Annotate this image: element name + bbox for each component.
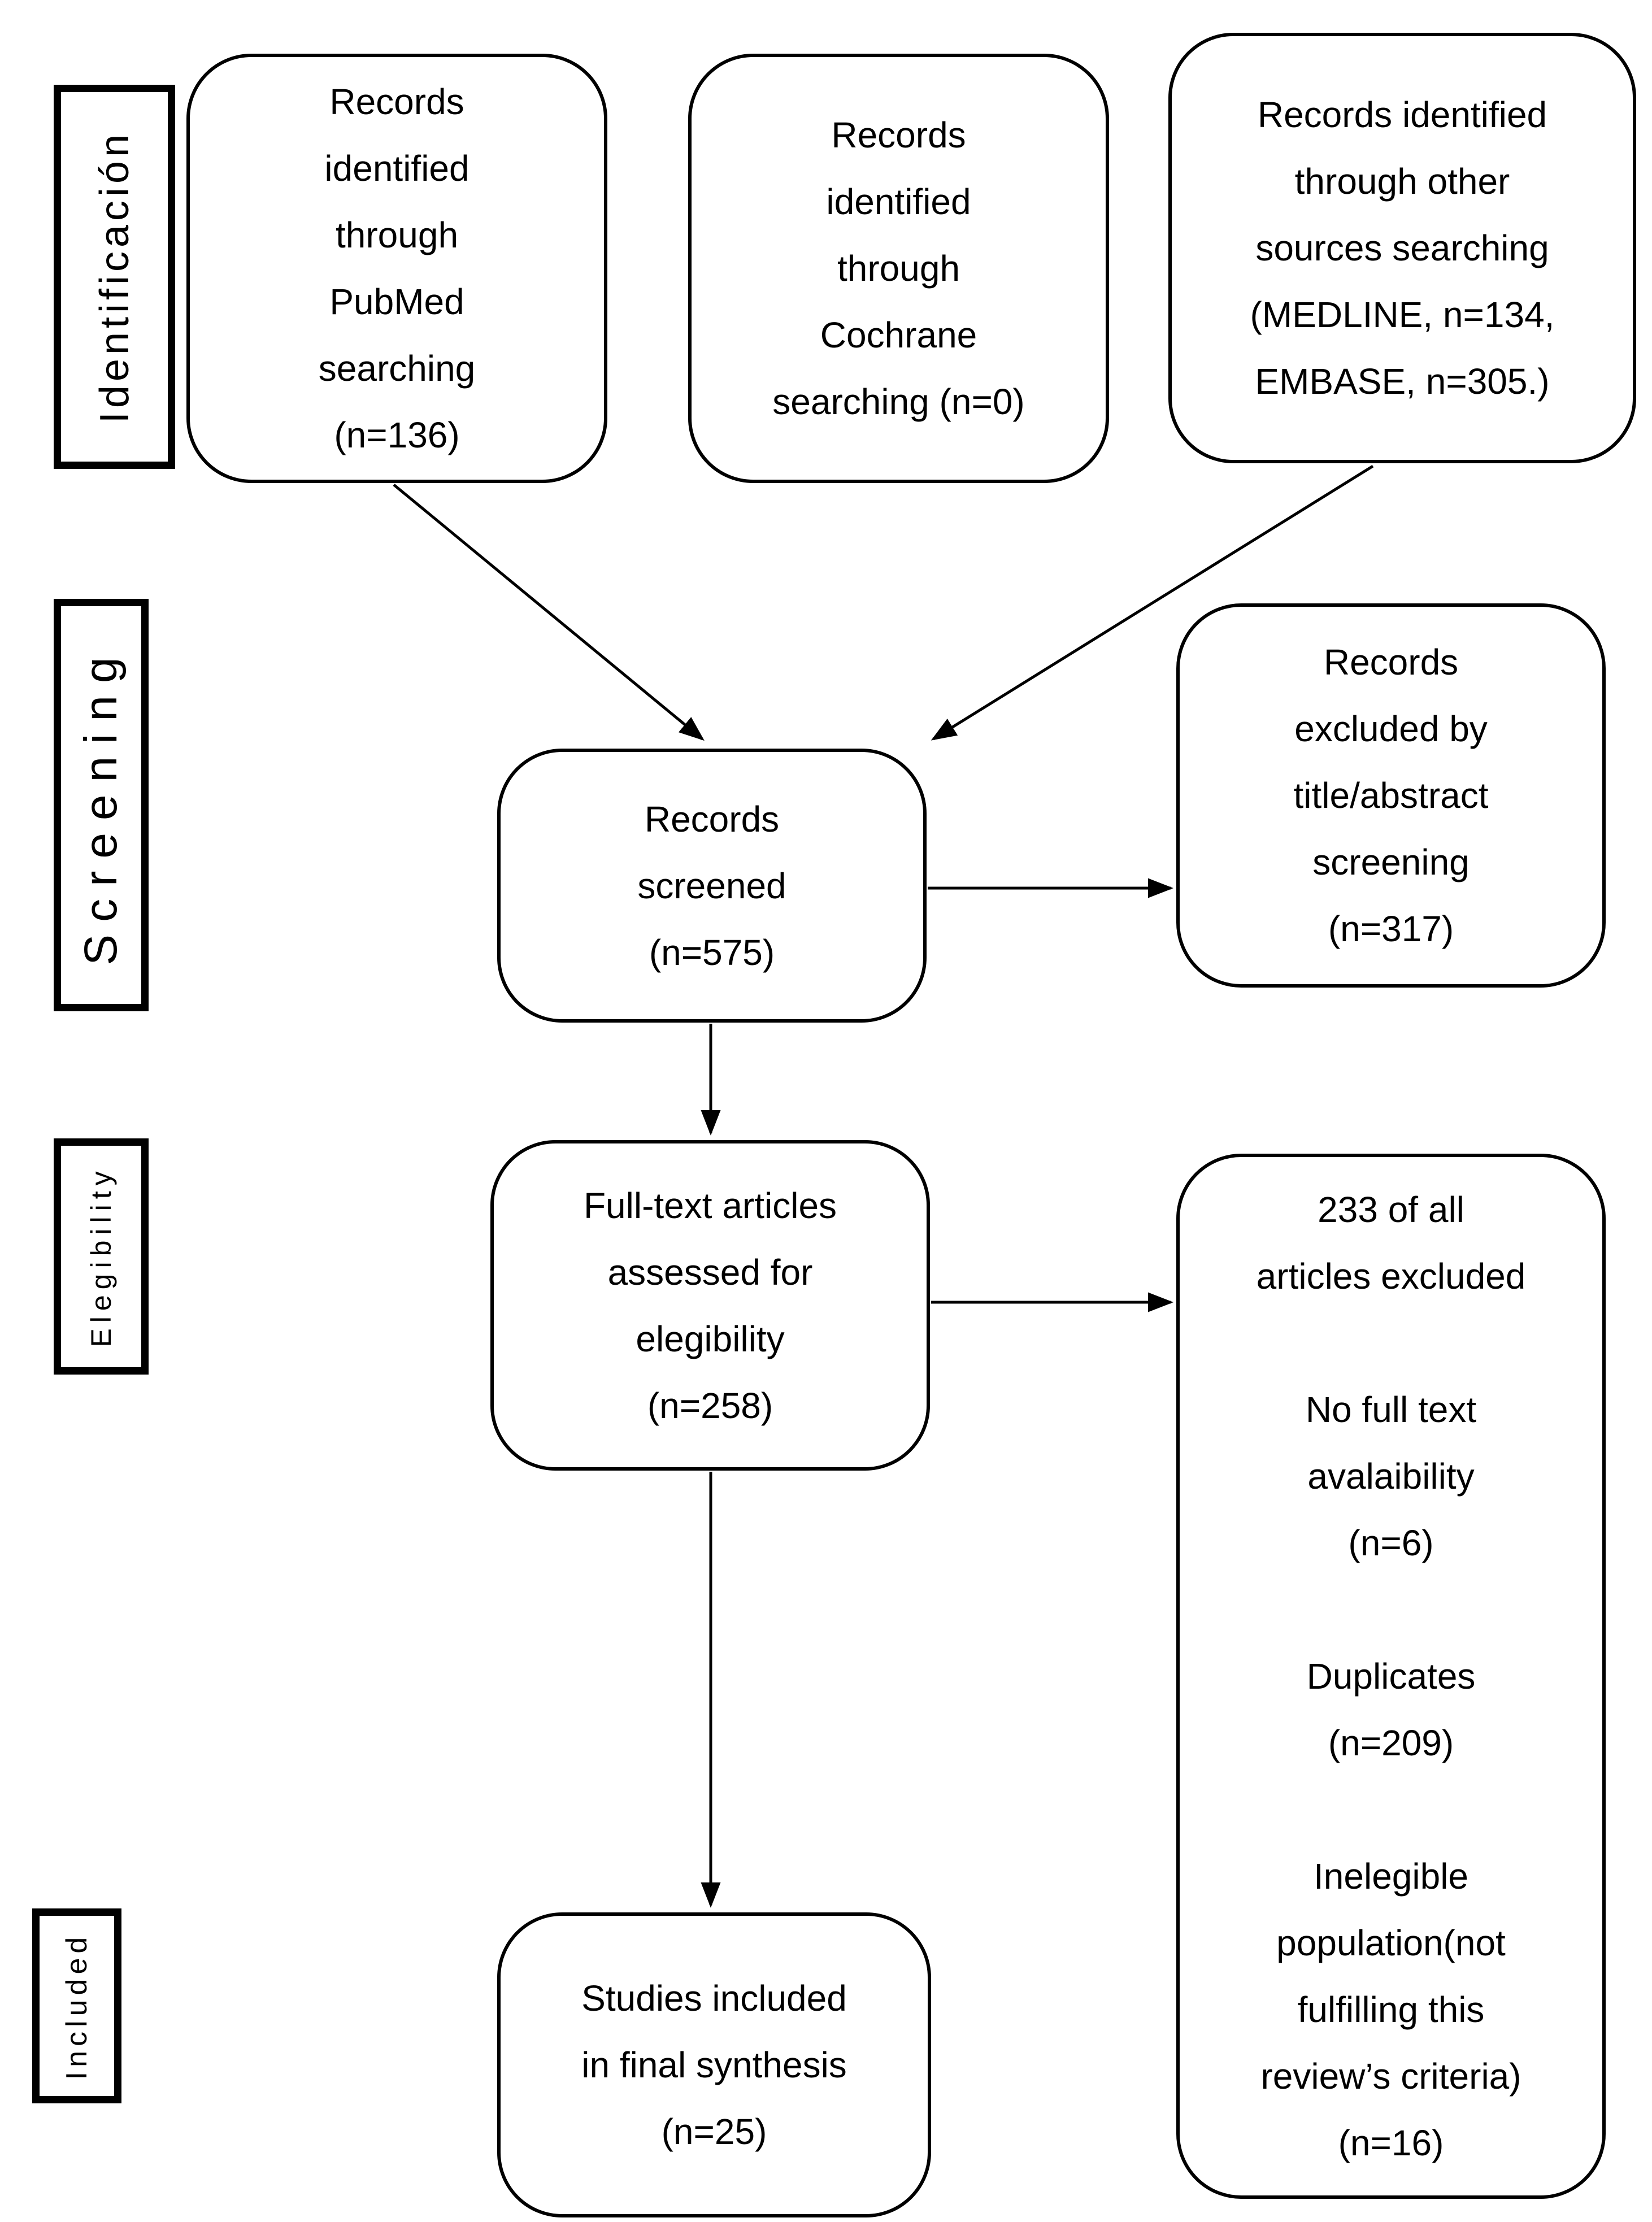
stage-label-elegibility-text: Elegibility bbox=[85, 1166, 117, 1347]
stage-label-elegibility: Elegibility bbox=[54, 1138, 149, 1375]
flow-box-records-other-sources: Records identified through other sources… bbox=[1168, 33, 1636, 463]
flow-box-records-pubmed: Records identified through PubMed search… bbox=[186, 54, 607, 483]
stage-label-included-text: Included bbox=[60, 1932, 93, 2080]
flow-box-records-screened: Records screened (n=575) bbox=[497, 749, 927, 1023]
flow-box-records-excluded-screening: Records excluded by title/abstract scree… bbox=[1176, 603, 1606, 988]
stage-label-screening-text: Screening bbox=[75, 645, 127, 966]
flow-box-fulltext-assessed: Full-text articles assessed for elegibil… bbox=[490, 1140, 930, 1471]
stage-label-identificacion: Identificación bbox=[54, 85, 175, 469]
arrow-pubmed-to-screened bbox=[393, 484, 705, 741]
stage-label-included: Included bbox=[32, 1908, 121, 2103]
flow-box-articles-excluded-eligibility: 233 of all articles excluded No full tex… bbox=[1176, 1154, 1606, 2199]
stage-label-identificacion-text: Identificación bbox=[92, 130, 137, 424]
stage-label-screening: Screening bbox=[54, 599, 149, 1011]
flow-box-studies-included: Studies included in final synthesis (n=2… bbox=[497, 1912, 931, 2217]
flow-box-records-cochrane: Records identified through Cochrane sear… bbox=[688, 54, 1109, 483]
